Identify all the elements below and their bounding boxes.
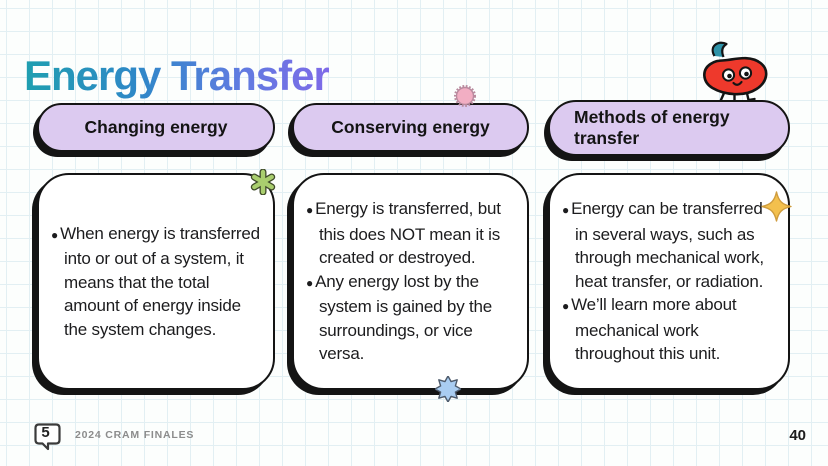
bullet-list: Energy is transferred, but this does NOT…: [306, 197, 517, 366]
page-number: 40: [789, 427, 806, 444]
bullet-list: Energy can be transferred in several way…: [562, 197, 778, 366]
bullet-item: Energy can be transferred in several way…: [562, 197, 778, 293]
header-label: Conserving energy: [331, 117, 490, 137]
bullet-list: When energy is transferred into or out o…: [51, 222, 263, 342]
brand-logo-speech-bubble: 5: [32, 421, 64, 453]
bullet-item: Energy is transferred, but this does NOT…: [306, 197, 517, 270]
green-asterisk-icon: [250, 169, 276, 195]
header-pill-conserving-energy: Conserving energy: [292, 103, 529, 152]
column-changing-energy: Changing energy When energy is transferr…: [37, 0, 275, 466]
header-pill-changing-energy: Changing energy: [37, 103, 275, 152]
bullet-item: When energy is transferred into or out o…: [51, 222, 263, 342]
pink-scalloped-circle-icon: [454, 85, 476, 107]
header-label: Changing energy: [84, 117, 228, 137]
speech-bubble-icon: [34, 423, 61, 451]
content-box-conserving-energy: Energy is transferred, but this does NOT…: [292, 173, 529, 390]
logo-number: 5: [41, 424, 50, 441]
header-label: Methods of energy transfer: [574, 107, 730, 148]
bullet-item: Any energy lost by the system is gained …: [306, 270, 517, 366]
column-methods-of-transfer: Methods of energy transfer Energy can be…: [548, 0, 790, 466]
content-box-changing-energy: When energy is transferred into or out o…: [37, 173, 275, 390]
content-box-methods-of-transfer: Energy can be transferred in several way…: [548, 173, 790, 390]
bullet-item: We’ll learn more about mechanical work t…: [562, 293, 778, 366]
chili-pepper-icon: [703, 41, 768, 105]
gold-sparkle-icon: [761, 191, 792, 222]
footer-text: 2024 CRAM FINALES: [75, 429, 195, 441]
blue-burst-star-icon: [435, 376, 461, 402]
header-pill-methods-of-transfer: Methods of energy transfer: [548, 100, 790, 156]
column-conserving-energy: Conserving energy Energy is transferred,…: [292, 0, 529, 466]
page-title: Energy Transfer: [24, 52, 330, 100]
